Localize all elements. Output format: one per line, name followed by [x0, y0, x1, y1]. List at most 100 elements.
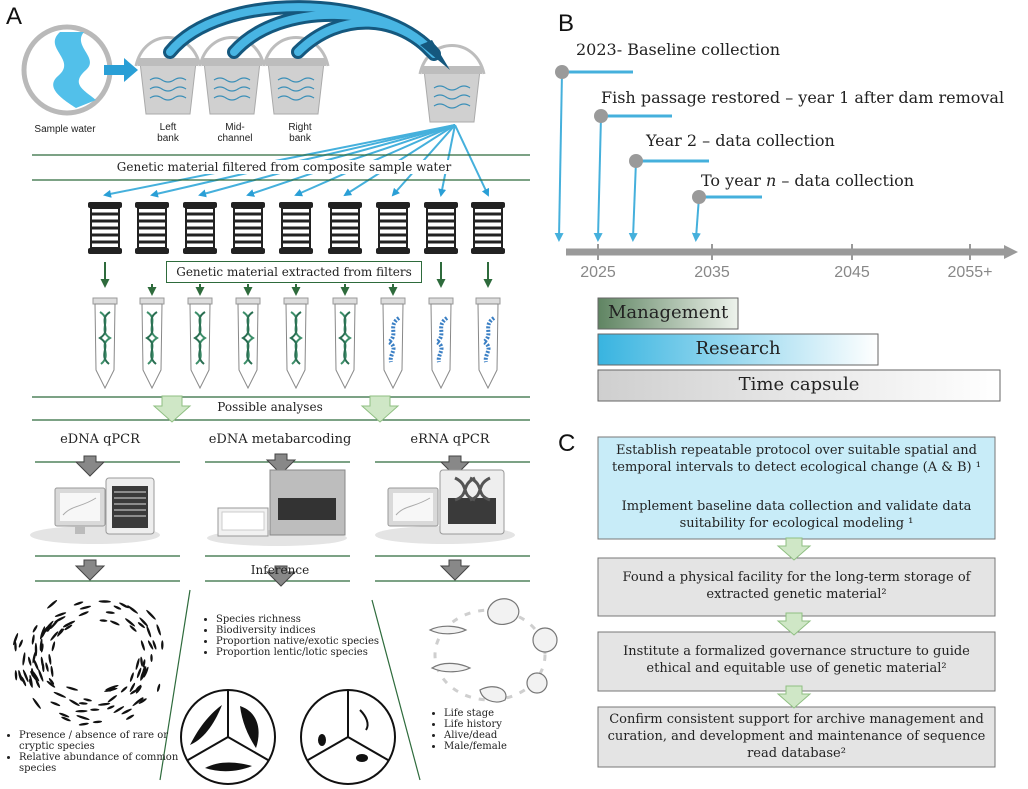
event-drop-arrow	[628, 160, 638, 242]
fish-mark	[69, 699, 80, 706]
composite-arrows-inner	[166, 3, 438, 58]
fish-mark	[152, 640, 157, 650]
metabarcoding-bullet: Biodiversity indices	[216, 625, 386, 636]
grey-down-arrow	[74, 559, 106, 581]
qpcr-bullet: Presence / absence of rare or cryptic sp…	[19, 730, 179, 752]
bucket-right-bank-icon	[262, 36, 330, 115]
qpcr-bullet: Relative abundance of common species	[19, 752, 179, 774]
fish-mark	[35, 679, 41, 689]
grey-down-arrow	[265, 453, 297, 475]
fish-mark	[78, 702, 88, 705]
fish-mark	[120, 686, 128, 693]
fish-mark	[78, 722, 89, 726]
fish-mark	[75, 709, 88, 713]
fish-mark	[53, 691, 67, 698]
timeline-tick-label: 2045	[834, 264, 870, 281]
legend-research: Research	[695, 338, 781, 359]
tube-icon	[92, 297, 118, 390]
fish-mark	[132, 697, 144, 707]
fish-mark	[107, 695, 117, 703]
filter-icon	[424, 202, 458, 254]
fish-mark	[156, 683, 161, 692]
erna-bullet: Life history	[444, 719, 544, 730]
fish-mark	[76, 715, 90, 721]
fish-mark	[139, 617, 149, 627]
fish-mark	[14, 641, 17, 652]
qpcr-inference-list: Presence / absence of rare or cryptic sp…	[5, 730, 179, 774]
bucket-label-mid: Mid-channel	[217, 122, 253, 144]
fish-mark	[14, 670, 18, 681]
event-marker	[555, 65, 569, 79]
fish-mark	[44, 620, 54, 631]
erna-qpcr-instrument-icon	[375, 469, 515, 544]
fish-mark	[50, 618, 60, 630]
c-box-1-text-a: Establish repeatable protocol over suita…	[612, 443, 981, 475]
river-to-bucket-arrowhead	[124, 58, 138, 82]
fish-mark	[97, 702, 111, 706]
tube-icon	[380, 297, 406, 390]
fish-mark	[39, 626, 46, 640]
panel-a-letter: A	[6, 3, 23, 30]
fish-mark	[32, 625, 38, 633]
fish-mark	[50, 665, 54, 678]
c-box-4-text: Confirm consistent support for archive m…	[607, 712, 986, 761]
frog-life-cycle-icon	[428, 598, 558, 703]
fish-mark	[99, 619, 108, 622]
fish-mark	[119, 602, 130, 609]
fish-mark	[92, 720, 103, 724]
fish-mark	[129, 682, 136, 693]
method-edna-metabarcoding: eDNA metabarcoding	[208, 432, 352, 447]
fish-mark	[121, 708, 132, 715]
c-box-3	[597, 631, 996, 692]
fish-mark	[140, 640, 145, 651]
inference-label: Inference	[250, 563, 310, 577]
legend-time-capsule: Time capsule	[738, 374, 860, 395]
bucket-left-bank-icon	[134, 36, 202, 115]
legend-management: Management	[608, 302, 729, 323]
erna-inference-list: Life stageLife historyAlive/deadMale/fem…	[430, 708, 544, 752]
tube-icon	[187, 297, 213, 390]
fish-mark	[46, 680, 56, 688]
fish-mark	[40, 643, 44, 653]
fish-mark	[125, 618, 136, 627]
fish-mark	[18, 639, 23, 648]
analysis-arrows	[152, 395, 400, 423]
sample-water-label: Sample water	[34, 124, 96, 135]
timeline-ticks	[597, 244, 971, 260]
timeline-tick-label: 2035	[694, 264, 730, 281]
fish-species-circle-icon	[180, 689, 276, 785]
grey-down-arrow	[265, 565, 297, 587]
possible-analyses-label: Possible analyses	[217, 400, 323, 414]
timeline-tick-label: 2055+	[947, 264, 993, 281]
grey-down-arrow	[439, 559, 471, 581]
fish-mark	[59, 712, 70, 718]
panel-c-letter: C	[558, 430, 576, 457]
fish-mark	[32, 697, 41, 709]
filter-icon	[88, 202, 122, 254]
fish-mark	[109, 620, 120, 626]
fish-mark	[135, 658, 140, 670]
fish-mark	[33, 658, 39, 671]
fish-school-icon	[13, 599, 164, 726]
event-drop-arrow	[593, 115, 603, 242]
filter-icon	[231, 202, 265, 254]
tube-icon	[139, 297, 165, 390]
erna-bullet: Alive/dead	[444, 730, 544, 741]
metabarcoding-bullet: Proportion lentic/lotic species	[216, 647, 386, 658]
fish-mark	[135, 684, 142, 691]
composite-arrowhead	[420, 40, 450, 70]
c-box-1	[597, 436, 996, 540]
fish-mark	[38, 669, 44, 682]
fish-mark	[61, 716, 71, 722]
fish-mark	[125, 714, 135, 720]
c-box-3-text: Institute a formalized governance struct…	[623, 644, 970, 676]
fish-mark	[156, 624, 161, 636]
fish-mark	[135, 685, 142, 694]
fish-mark	[51, 641, 56, 652]
metabarcoding-inference-list: Species richnessBiodiversity indicesProp…	[202, 614, 386, 658]
fish-mark	[105, 611, 115, 614]
grey-down-arrows	[74, 453, 471, 587]
filter-icon	[376, 202, 410, 254]
c-flow-arrows	[776, 537, 812, 709]
timeline-events	[554, 65, 762, 242]
